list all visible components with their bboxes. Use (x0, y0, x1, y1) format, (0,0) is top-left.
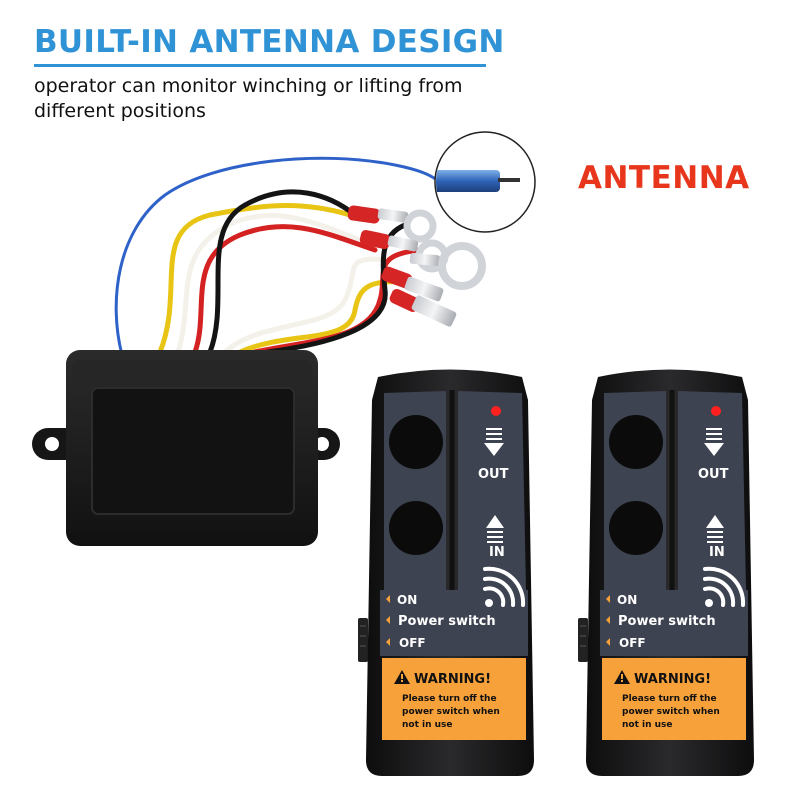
off-label: OFF (399, 636, 426, 650)
warning-line: Please turn off the (402, 694, 497, 704)
wireless-signal-icon (703, 566, 746, 607)
antenna-label: ANTENNA (578, 160, 750, 196)
warning-line: not in use (402, 720, 453, 730)
out-button[interactable] (609, 415, 663, 469)
spade-terminal (389, 288, 457, 327)
out-label: OUT (698, 467, 729, 482)
warning-line: power switch when (402, 707, 500, 717)
in-label: IN (709, 545, 725, 560)
warning-line: power switch when (622, 707, 720, 717)
in-button[interactable] (609, 501, 663, 555)
down-arrow-icon (704, 428, 724, 456)
warning-panel (602, 658, 746, 740)
spade-terminal (381, 266, 444, 302)
out-label: OUT (478, 467, 509, 482)
led-indicator (491, 406, 501, 416)
out-button[interactable] (389, 415, 443, 469)
down-arrow-icon (484, 428, 504, 456)
warning-line: Please turn off the (622, 694, 717, 704)
ring-terminal (409, 242, 486, 290)
warning-title: WARNING! (634, 672, 711, 687)
up-arrow-icon (486, 515, 504, 543)
on-label: ON (397, 593, 417, 607)
off-label: OFF (619, 636, 646, 650)
subtitle: operator can monitor winching or lifting… (34, 75, 463, 122)
remote-control: OUT IN ON Power switch OFF WARNING! Plea… (578, 369, 754, 776)
warning-line: not in use (622, 720, 673, 730)
headline-underline (34, 64, 486, 67)
antenna-zoom-inset (434, 131, 536, 233)
receiver-box (32, 350, 340, 546)
remote-control: OUT IN ON Power switch OFF WARNING! Plea… (358, 369, 534, 776)
antenna-wire (114, 156, 438, 356)
in-button[interactable] (389, 501, 443, 555)
in-label: IN (489, 545, 505, 560)
warning-panel (382, 658, 526, 740)
up-arrow-icon (706, 515, 724, 543)
power-switch-label: Power switch (618, 614, 716, 629)
led-indicator (711, 406, 721, 416)
headline: BUILT-IN ANTENNA DESIGN (34, 24, 505, 60)
ring-terminal (347, 205, 437, 243)
warning-title: WARNING! (414, 672, 491, 687)
power-switch-label: Power switch (398, 614, 496, 629)
on-label: ON (617, 593, 637, 607)
wireless-signal-icon (483, 566, 526, 607)
